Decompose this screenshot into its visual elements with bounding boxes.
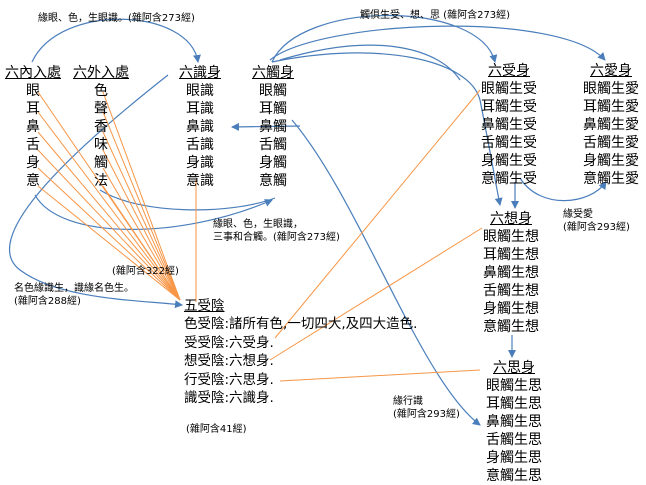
list-item: 身 [26,155,40,171]
list-item: 耳觸生愛 [583,99,639,115]
list-item: 眼識 [186,83,214,99]
list-item: 味 [94,137,108,153]
column-consciousness: 六識身 眼識 耳識 鼻識 舌識 身識 意識 [172,65,228,190]
arrow-feeling-to-craving [519,177,607,202]
note-line: 緣行識 [393,396,423,407]
list-item: 色 [94,83,108,99]
list-item: 眼 [26,83,40,99]
list-item: 眼觸生想 [483,229,539,245]
list-item: 意 [26,173,40,189]
note-three-combine-contact: 緣眼、色，生眼識， 三事和合觸。(雜阿含273經) [213,218,340,244]
list-item: 身觸生愛 [583,153,639,169]
aggregate-line: 識受陰:六識身. [184,390,274,406]
list-item: 舌識 [186,137,214,153]
list-item: 鼻觸生愛 [583,117,639,133]
column-contact: 六觸身 眼觸 耳觸 鼻觸 舌觸 身觸 意觸 [244,65,302,190]
list-item: 身觸生受 [481,153,537,169]
list-item: 法 [94,173,108,189]
list-item: 意觸生想 [483,319,539,335]
list-item: 身觸生思 [486,450,542,466]
aggregate-line: 行受陰:六思身. [184,371,274,388]
note-line: 緣眼、色，生眼識， [213,219,303,230]
list-item: 意觸生受 [481,171,537,187]
column-external-bases: 六外入處 色 聲 香 味 觸 法 [70,65,132,190]
aggregate-line: 受受陰:六受身. [184,334,274,351]
list-item: 鼻觸生思 [486,414,542,430]
list-item: 舌 [26,137,40,153]
list-item: 意觸生愛 [583,171,639,187]
list-item: 鼻識 [186,119,214,135]
list-item: 身觸 [259,155,287,171]
list-item: 耳觸生受 [481,99,537,115]
list-item: 聲 [94,101,108,117]
note-eye-form-consciousness: 緣眼、色，生眼識。(雜阿含273經) [38,13,195,24]
list-item: 眼觸生思 [486,378,542,394]
list-item: 耳觸生思 [486,396,542,412]
list-item: 意觸 [259,173,287,189]
note-line: (雜阿含293經) [563,222,630,233]
list-item: 鼻觸生受 [481,117,537,133]
column-feeling: 六受身 眼觸生受 耳觸生受 鼻觸生受 舌觸生受 身觸生受 意觸生受 [470,63,548,188]
aggregate-line: 色受陰:諸所有色,一切四大,及四大造色. [184,316,418,332]
list-item: 眼觸生受 [481,81,537,97]
note-contact-volition: 緣行識 (雜阿含293經) [393,395,460,421]
list-item: 舌觸生思 [486,432,542,448]
note-line: (雜阿含288經) [14,296,81,307]
column-craving: 六愛身 眼觸生愛 耳觸生愛 鼻觸生愛 舌觸生愛 身觸生愛 意觸生愛 [572,63,646,188]
note-contact-feeling-perception-volition: 觸俱生受、想、思 (雜阿含273經) [360,10,511,21]
arrow-base-to-consciousness [31,18,201,63]
list-item: 香 [94,119,108,135]
list-item: 耳觸 [259,101,287,117]
list-item: 耳觸生想 [483,247,539,263]
aggregates-title: 五受陰 [184,298,225,314]
arrow-consciousness-to-nameform [8,74,183,309]
note-line: 名色緣識生，識緣名色生。 [14,283,134,294]
list-item: 眼觸生愛 [583,81,639,97]
arrow-contact-to-consciousness [231,122,301,131]
list-item: 舌觸生愛 [583,135,639,151]
list-item: 鼻 [26,119,40,135]
list-item: 舌觸生受 [481,135,537,151]
five-aggregates-block: 五受陰 色受陰:諸所有色,一切四大,及四大造色. 受受陰:六受身. 想受陰:六想… [184,298,417,408]
arrow-contact-to-craving [269,25,606,61]
arrow-contact-to-feeling [271,14,498,63]
list-item: 觸 [94,155,108,171]
list-item: 鼻觸生想 [483,265,539,281]
column-internal-bases: 六內入處 眼 耳 鼻 舌 身 意 [2,65,64,190]
note-line: 三事和合觸。(雜阿含273經) [213,232,340,243]
list-item: 意觸生思 [486,468,542,484]
column-volition: 六思身 眼觸生思 耳觸生思 鼻觸生思 舌觸生思 身觸生思 意觸生思 [475,360,553,485]
column-title: 六外入處 [73,65,129,81]
curve-contact-to-feeling-mid [279,44,461,81]
list-item: 舌觸 [259,137,287,153]
column-title: 六識身 [179,65,221,81]
note-name-form-consciousness: 名色緣識生，識緣名色生。 (雜阿含288經) [14,282,134,308]
list-item: 意識 [186,173,214,189]
column-title: 六愛身 [590,63,632,79]
column-title: 六內入處 [5,65,61,81]
column-title: 六思身 [493,360,535,376]
curve-object-to-contact [99,189,276,211]
list-item: 舌觸生想 [483,283,539,299]
note-feeling-craving: 緣受愛 (雜阿含293經) [563,208,630,234]
list-item: 眼觸 [259,83,287,99]
list-item: 耳 [26,101,40,117]
note-line: (雜阿含293經) [393,409,460,420]
list-item: 身觸生想 [483,301,539,317]
arrow-three-combine-to-contact [34,194,273,230]
list-item: 鼻觸 [259,119,287,135]
aggregate-line: 想受陰:六想身. [184,353,274,369]
list-item: 身識 [186,155,214,171]
column-perception: 六想身 眼觸生想 耳觸生想 鼻觸生想 舌觸生想 身觸生想 意觸生想 [472,211,550,336]
note-sutra-322: (雜阿含322經) [112,266,179,277]
note-sutra-41: (雜阿含41經) [186,424,247,435]
list-item: 耳識 [186,101,214,117]
arrow-contact-to-perception [271,52,503,206]
column-title: 六想身 [490,211,532,227]
note-line: 緣受愛 [563,209,593,220]
column-title: 六受身 [488,63,530,79]
column-title: 六觸身 [252,65,294,81]
